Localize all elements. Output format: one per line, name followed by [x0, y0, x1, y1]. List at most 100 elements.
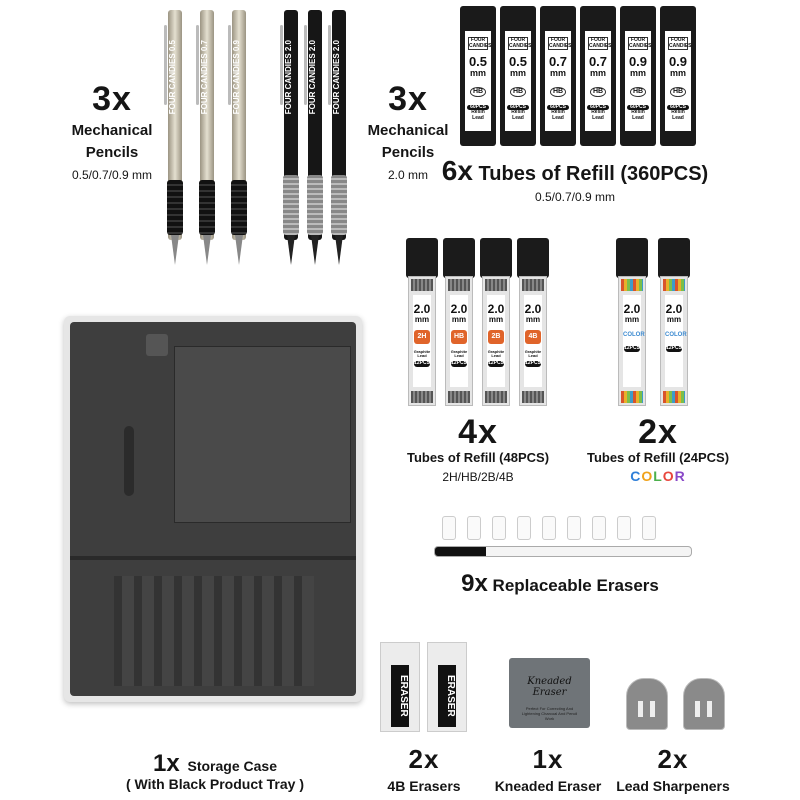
tube-grade: HB	[451, 329, 467, 344]
replaceable-erasers-title: Replaceable Erasers	[492, 576, 659, 595]
storage-case-count: 1x	[153, 750, 180, 777]
lead-stripe	[485, 391, 507, 403]
pencil-text: FOUR CANDIES 2.0	[308, 40, 317, 115]
tube-pcs: 60PCS	[507, 104, 529, 111]
tube-lead: Graphite Lead	[450, 348, 468, 359]
kneaded-title: Kneaded Eraser	[494, 778, 602, 794]
tube-cap	[616, 238, 648, 278]
resin-refills-title: Tubes of Refill (360PCS)	[478, 163, 709, 185]
tube-pcs: 12PCS	[624, 345, 640, 352]
tube-cap	[480, 238, 512, 278]
black-pencils-sizes: 2.0 mm	[387, 168, 429, 182]
block-eraser: ERASER	[380, 642, 420, 732]
tube-cap	[517, 238, 549, 278]
tube-size: 0.7	[588, 54, 608, 69]
lead-stripe	[621, 279, 643, 291]
block-erasers-count: 2x	[408, 744, 440, 774]
tube-unit: mm	[589, 68, 606, 79]
graphite-refills-grades: 2H/HB/2B/4B	[442, 470, 514, 484]
black-pencils-title: Mechanical	[367, 122, 449, 139]
tube-pcs: 60PCS	[547, 104, 569, 111]
tube-size: 0.5	[468, 54, 488, 69]
tube-pcs: 12PCS	[525, 360, 541, 367]
block-eraser: ERASER	[427, 642, 467, 732]
storage-case-title: Storage Case	[187, 758, 277, 774]
graphite-refills-count: 4x	[458, 413, 498, 451]
tube-unit: mm	[669, 68, 686, 79]
tube-unit: mm	[509, 68, 526, 79]
tube-unit: mm	[629, 68, 646, 79]
tube-unit: mm	[488, 314, 504, 324]
kneaded-eraser: Kneaded Eraser Perfect For Correcting An…	[509, 658, 590, 728]
lead-stripe	[485, 279, 507, 291]
tube-grade: HB	[470, 87, 486, 97]
tube-color-label: COLOR	[623, 331, 645, 338]
block-erasers-title: 4B Erasers	[387, 778, 461, 794]
storage-case-heading: 1x Storage Case	[153, 750, 277, 778]
color-letter: L	[653, 468, 663, 484]
tube-size: 0.7	[548, 54, 568, 69]
tube-size: 2.0	[623, 302, 641, 316]
lead-stripe	[621, 391, 643, 403]
color-letter: O	[662, 468, 675, 484]
color-refills-title: Tubes of Refill (24PCS)	[586, 450, 730, 465]
black-pencils-count: 3x	[388, 80, 428, 118]
tube-lead: Graphite Lead	[524, 348, 542, 359]
tube-pcs: 12PCS	[666, 345, 682, 352]
tube-size: 2.0	[524, 302, 542, 316]
tube-size: 2.0	[487, 302, 505, 316]
eraser-refill	[442, 516, 456, 540]
resin-refills-sizes: 0.5/0.7/0.9 mm	[534, 190, 616, 204]
silver-pencil: FOUR CANDIES 0.9	[228, 10, 247, 265]
kneaded-count: 1x	[532, 744, 564, 774]
black-pencil: FOUR CANDIES 2.0	[328, 10, 347, 265]
lead-stripe	[663, 279, 685, 291]
lead-stripe	[663, 391, 685, 403]
color-refills-count: 2x	[638, 413, 678, 451]
tube-lead: Resin Lead	[551, 109, 565, 121]
kneaded-fine: Perfect For Correcting And Lightening Ch…	[521, 706, 578, 721]
lead-stripe	[448, 279, 470, 291]
tube-size: 2.0	[450, 302, 468, 316]
eraser-refill	[617, 516, 631, 540]
tube-pcs: 60PCS	[587, 104, 609, 111]
eraser-label: ERASER	[438, 665, 456, 727]
resin-refills-heading: 6x Tubes of Refill (360PCS)	[442, 155, 708, 187]
eraser-refill	[467, 516, 481, 540]
tube-lead: Resin Lead	[511, 109, 525, 121]
eraser-refill	[567, 516, 581, 540]
silver-pencil: FOUR CANDIES 0.7	[196, 10, 215, 265]
tube-unit: mm	[469, 68, 486, 79]
storage-case	[64, 316, 362, 702]
pencil-text: FOUR CANDIES 0.5	[168, 40, 177, 115]
pencil-text: FOUR CANDIES 0.7	[200, 40, 209, 115]
tube-cap	[658, 238, 690, 278]
tube-size: 2.0	[413, 302, 431, 316]
tube-grade: HB	[550, 87, 566, 97]
tube-grade: 2B	[488, 329, 504, 344]
tube-lead: Graphite Lead	[487, 348, 505, 359]
tube-grade: HB	[590, 87, 606, 97]
tube-size: 0.5	[508, 54, 528, 69]
black-pencil: FOUR CANDIES 2.0	[304, 10, 323, 265]
sharpeners-count: 2x	[657, 744, 689, 774]
tube-grade: 2H	[414, 329, 430, 344]
eraser-refill-tube	[434, 546, 692, 557]
silver-pencils-title2: Pencils	[85, 144, 139, 161]
replaceable-erasers-count: 9x	[461, 570, 488, 597]
tube-pcs: 60PCS	[667, 104, 689, 111]
tube-lead: Resin Lead	[671, 109, 685, 121]
